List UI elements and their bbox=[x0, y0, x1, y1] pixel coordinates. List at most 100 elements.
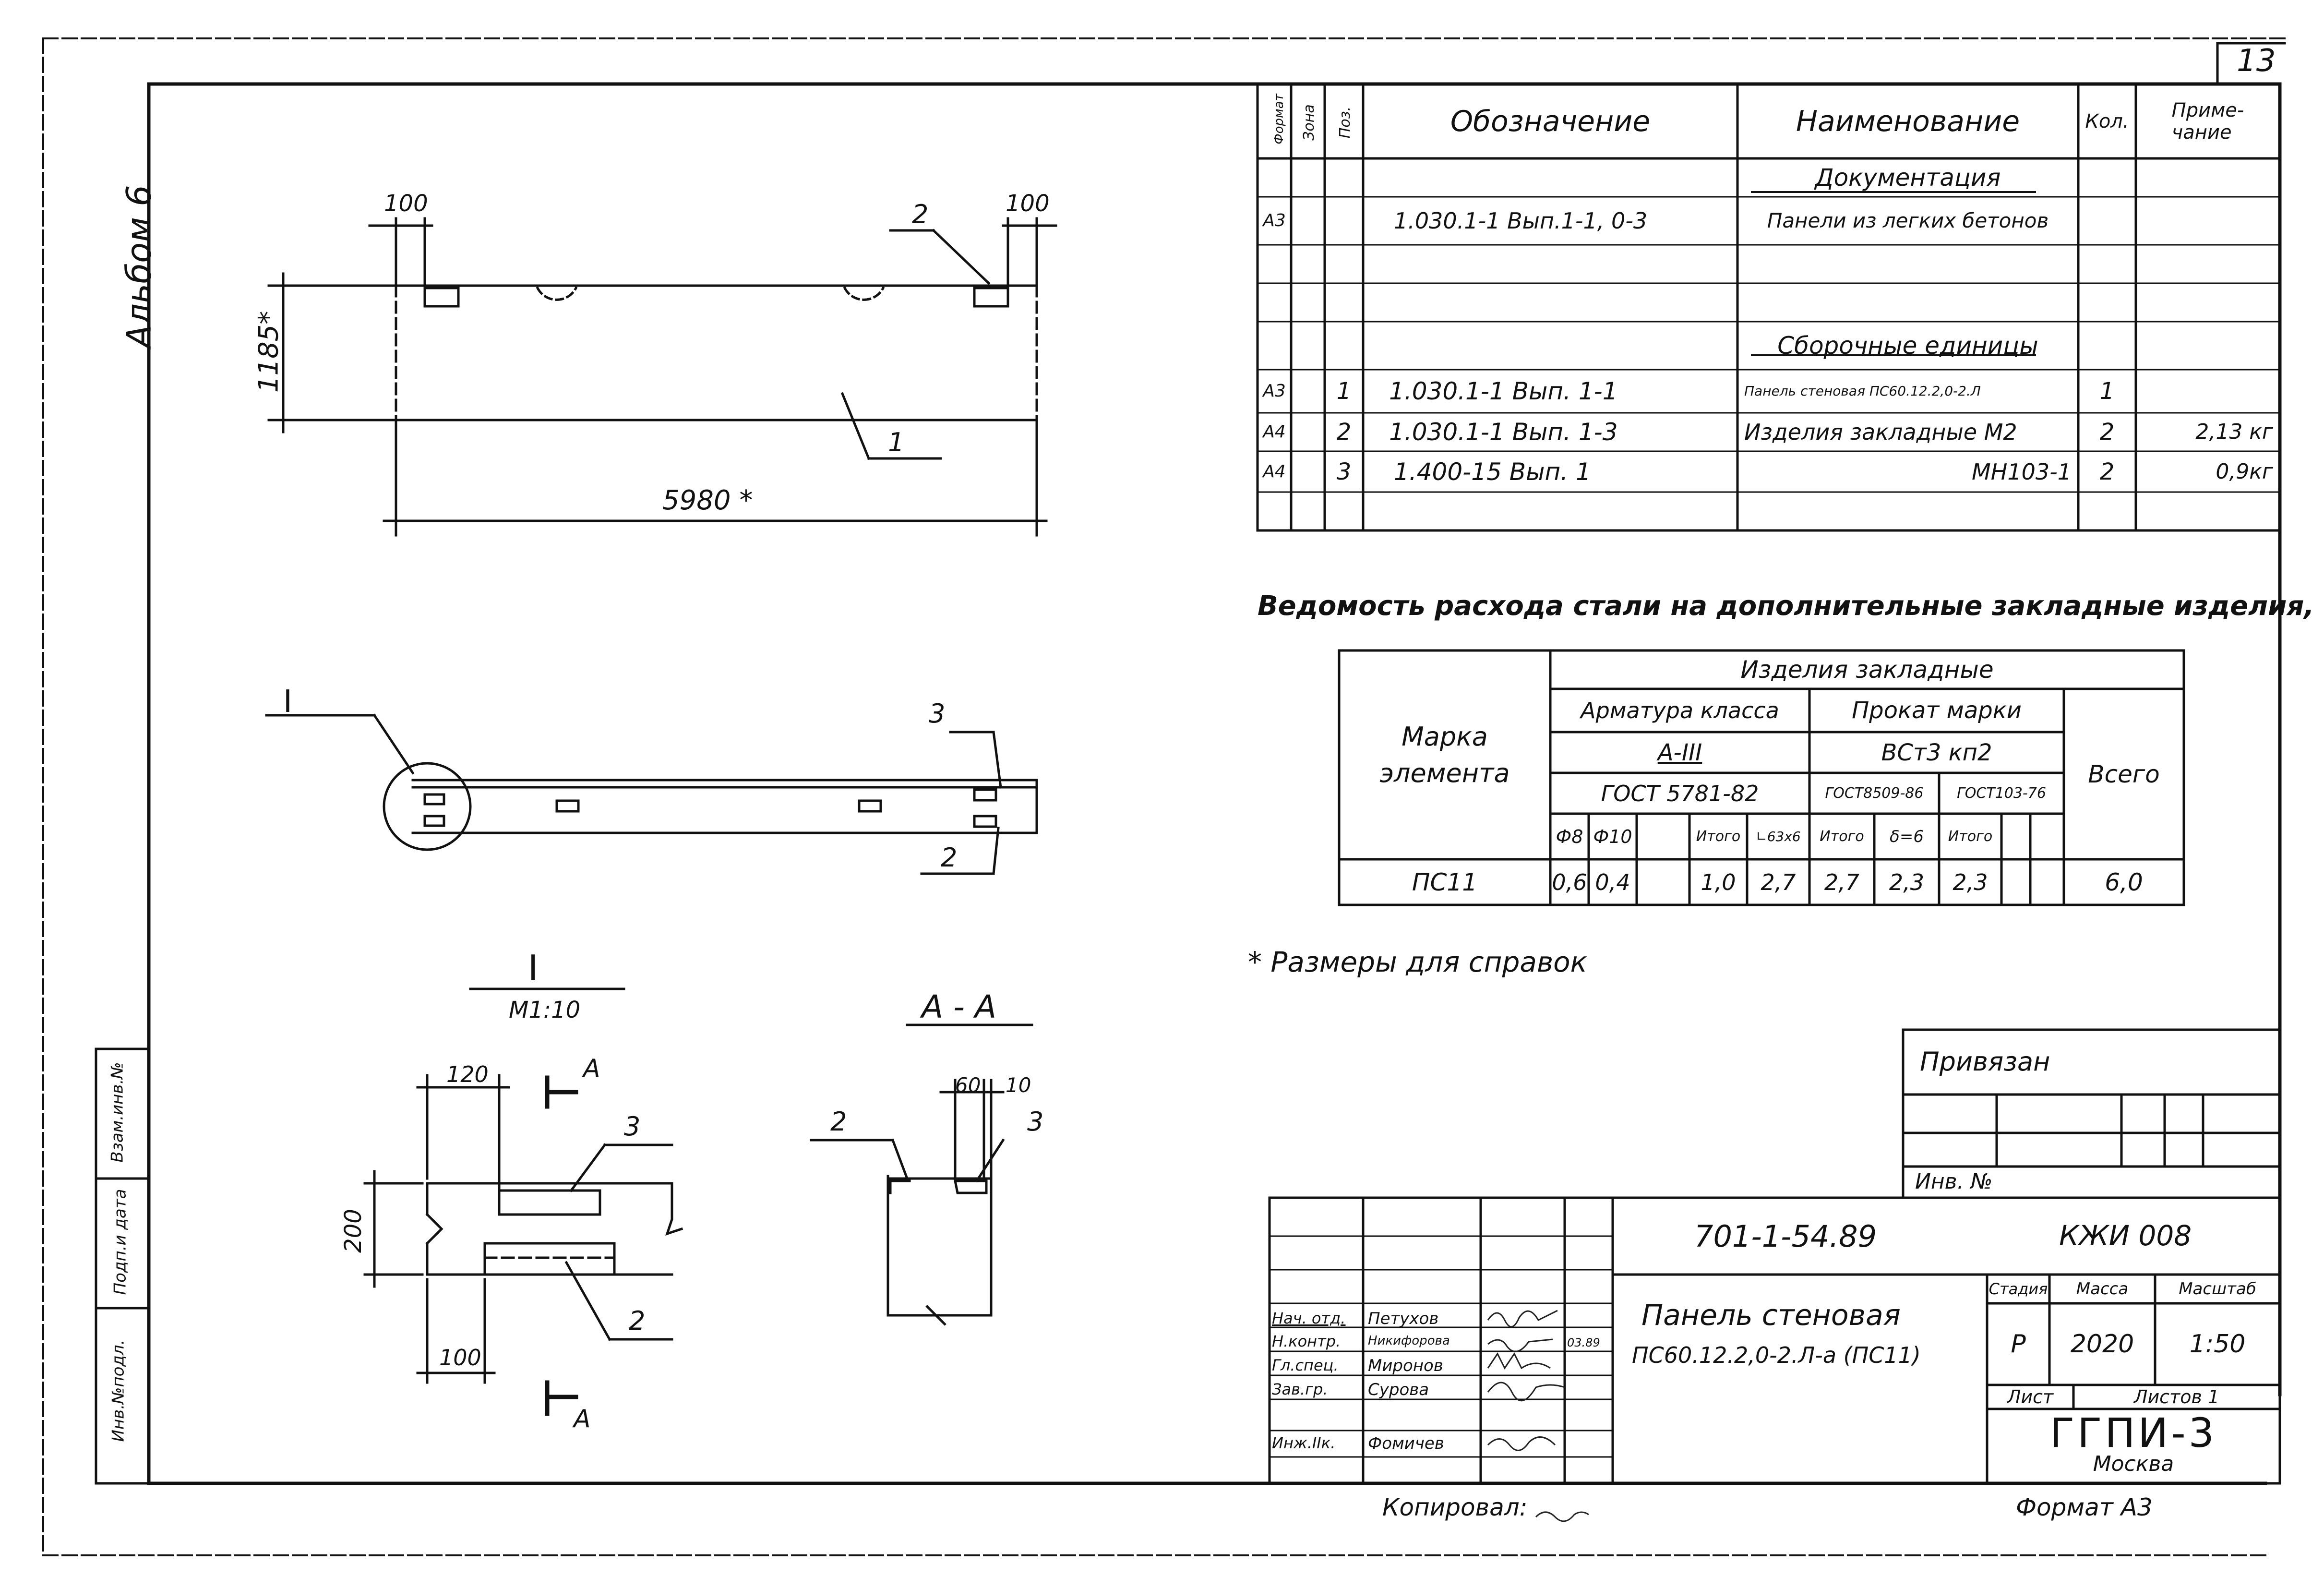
steel-row-v1: 0,4 bbox=[1595, 869, 1630, 895]
steel-subcol-3: Итого bbox=[1696, 828, 1741, 845]
spec-row-4-name: Панель стеновая ПС60.12.2,0-2.Л bbox=[1744, 383, 1981, 399]
spec-row-4-pos: 1 bbox=[1336, 378, 1352, 405]
person-3: Сурова bbox=[1368, 1380, 1429, 1399]
role-5: Инж.IIк. bbox=[1272, 1434, 1336, 1452]
steel-rolled-grade: ВСт3 кп2 bbox=[1881, 739, 1992, 766]
spec-row-1-name: Панели из легких бетонов bbox=[1767, 209, 2049, 232]
drawing-name-2: ПС60.12.2,0-2.Л-а (ПС11) bbox=[1632, 1342, 1921, 1368]
steel-row-mark: ПС11 bbox=[1412, 868, 1478, 896]
spec-row-6-note: 0,9кг bbox=[2216, 459, 2273, 484]
dim-60: 60 bbox=[955, 1073, 981, 1097]
steel-row-v5: 2,7 bbox=[1824, 869, 1860, 895]
project-code: 701-1-54.89 bbox=[1694, 1219, 1877, 1254]
sheets-label: Листов 1 bbox=[2133, 1386, 2220, 1408]
organization: ГГПИ-3 bbox=[2049, 1409, 2217, 1456]
dim-120: 120 bbox=[446, 1061, 489, 1087]
city: Москва bbox=[2093, 1452, 2174, 1476]
sheet-label: Лист bbox=[2007, 1386, 2054, 1408]
sign-date: 03.89 bbox=[1567, 1336, 1600, 1349]
mass-value: 2020 bbox=[2070, 1330, 2134, 1359]
detail-title: I bbox=[528, 948, 539, 988]
callout-3-detail: 3 bbox=[624, 1111, 641, 1142]
spec-row-6-qty: 2 bbox=[2099, 458, 2115, 485]
spec-header-name: Наименование bbox=[1796, 104, 2020, 138]
person-2: Миронов bbox=[1368, 1356, 1443, 1375]
dim-10: 10 bbox=[1006, 1073, 1031, 1097]
binding-inv-label: Инв. № bbox=[1915, 1169, 1993, 1194]
stage-value: Р bbox=[2011, 1330, 2026, 1359]
steel-sub-rolled: Прокат марки bbox=[1852, 697, 2022, 724]
steel-row-v7: 2,3 bbox=[1953, 869, 1988, 895]
callout-2-elevation: 2 bbox=[912, 199, 929, 229]
callout-2-plan: 2 bbox=[941, 842, 958, 873]
steel-sub-rebar: Арматура класса bbox=[1581, 698, 1779, 723]
section-mark-bottom: A bbox=[574, 1405, 591, 1433]
callout-2-detail: 2 bbox=[629, 1306, 646, 1336]
callout-3-plan: 3 bbox=[929, 698, 946, 729]
steel-subcol-5: Итого bbox=[1820, 828, 1864, 845]
role-1: Н.контр. bbox=[1272, 1332, 1341, 1350]
person-0: Петухов bbox=[1368, 1309, 1439, 1328]
spec-row-6-pos: 3 bbox=[1336, 458, 1352, 485]
steel-table-title: Ведомость расхода стали на дополнительны… bbox=[1258, 590, 2324, 622]
spec-row-4-format: А3 bbox=[1263, 381, 1286, 401]
dim-length: 5980 * bbox=[662, 485, 753, 516]
steel-row-v3: 1,0 bbox=[1701, 869, 1736, 895]
role-0: Нач. отд. bbox=[1272, 1309, 1346, 1327]
spec-row-4-designation: 1.030.1-1 Вып. 1-1 bbox=[1389, 377, 1618, 405]
scale-value: 1:50 bbox=[2189, 1330, 2246, 1359]
spec-row-6-format: А4 bbox=[1263, 461, 1286, 481]
steel-gost-plate: ГОСТ103-76 bbox=[1957, 784, 2046, 802]
steel-subcol-6: δ=6 bbox=[1890, 827, 1924, 846]
scale-label: Масштаб bbox=[2179, 1279, 2256, 1299]
steel-subcol-1: Ф10 bbox=[1593, 826, 1632, 847]
spec-row-5-name: Изделия закладные М2 bbox=[1744, 419, 2017, 445]
spec-row-1-designation: 1.030.1-1 Вып.1-1, 0-3 bbox=[1394, 208, 1648, 234]
callout-2-section: 2 bbox=[830, 1107, 847, 1137]
person-5: Фомичев bbox=[1368, 1434, 1444, 1453]
node-label-I: I bbox=[283, 684, 292, 720]
role-2: Гл.спец. bbox=[1272, 1356, 1339, 1374]
page-number: 13 bbox=[2237, 43, 2276, 79]
binding-label: Привязан bbox=[1920, 1047, 2050, 1077]
steel-gost-rebar: ГОСТ 5781-82 bbox=[1601, 780, 1759, 806]
spec-row-6-name: МН103-1 bbox=[1972, 458, 2072, 485]
sheet-code: КЖИ 008 bbox=[2059, 1219, 2192, 1252]
spec-row-5-pos: 2 bbox=[1336, 419, 1352, 445]
steel-row-v4: 2,7 bbox=[1761, 869, 1796, 895]
spec-header-designation: Обозначение bbox=[1450, 104, 1651, 138]
spec-row-1-format: А3 bbox=[1263, 211, 1286, 230]
mass-label: Масса bbox=[2076, 1279, 2129, 1299]
steel-row-v6: 2,3 bbox=[1889, 869, 1925, 895]
callout-3-section: 3 bbox=[1027, 1107, 1044, 1137]
spec-row-5-note: 2,13 кг bbox=[2195, 420, 2273, 444]
steel-subcol-7: Итого bbox=[1948, 828, 1993, 845]
format-label: Формат А3 bbox=[2016, 1493, 2153, 1521]
reference-note: * Размеры для справок bbox=[1248, 946, 1587, 978]
callout-1: 1 bbox=[888, 427, 905, 457]
spec-header-qty: Кол. bbox=[2085, 110, 2129, 132]
steel-row-v0: 0,6 bbox=[1552, 869, 1587, 895]
dim-100-detail: 100 bbox=[439, 1345, 481, 1371]
steel-subcol-4: ∟63х6 bbox=[1756, 828, 1801, 844]
spec-row-5-designation: 1.030.1-1 Вып. 1-3 bbox=[1389, 418, 1618, 446]
steel-gost-angle: ГОСТ8509-86 bbox=[1825, 784, 1924, 802]
steel-rebar-class: А-III bbox=[1657, 739, 1702, 766]
spec-row-3-name: Сборочные единицы bbox=[1777, 332, 2038, 360]
dim-100-left: 100 bbox=[384, 190, 428, 217]
spec-row-5-qty: 2 bbox=[2099, 419, 2115, 445]
spec-row-0-name: Документация bbox=[1815, 164, 2001, 192]
steel-group-header: Изделия закладные bbox=[1740, 656, 1994, 684]
steel-col-mark: Марка элемента bbox=[1379, 721, 1510, 788]
spec-row-6-designation: 1.400-15 Вып. 1 bbox=[1394, 457, 1591, 486]
spec-row-4-qty: 1 bbox=[2099, 378, 2115, 405]
section-mark-top: A bbox=[583, 1054, 600, 1083]
spec-header-note: Приме- чание bbox=[2171, 99, 2244, 144]
drawing-name-1: Панель стеновая bbox=[1641, 1299, 1901, 1332]
steel-subcol-0: Ф8 bbox=[1556, 826, 1583, 847]
detail-scale: M1:10 bbox=[509, 997, 581, 1023]
dim-100-right: 100 bbox=[1006, 190, 1050, 217]
steel-row-total: 6,0 bbox=[2105, 868, 2143, 896]
